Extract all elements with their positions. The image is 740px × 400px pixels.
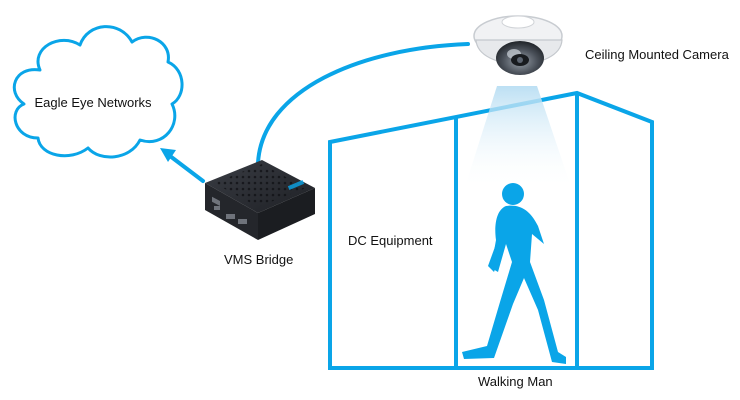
- cloud-icon: [12, 25, 184, 159]
- walking-person-icon: [462, 183, 566, 364]
- camera-light-beam: [464, 86, 572, 190]
- walking-man-label: Walking Man: [478, 374, 553, 389]
- dc-equipment-label: DC Equipment: [348, 233, 433, 248]
- vms-bridge-label: VMS Bridge: [224, 252, 294, 267]
- cloud-label: Eagle Eye Networks: [34, 95, 152, 110]
- dome-camera-icon: [473, 15, 563, 75]
- arrow-up-left-icon: [160, 148, 205, 183]
- vms-bridge-box-icon: [205, 160, 315, 240]
- camera-label: Ceiling Mounted Camera: [585, 47, 729, 62]
- network-connection-arc: [256, 42, 470, 165]
